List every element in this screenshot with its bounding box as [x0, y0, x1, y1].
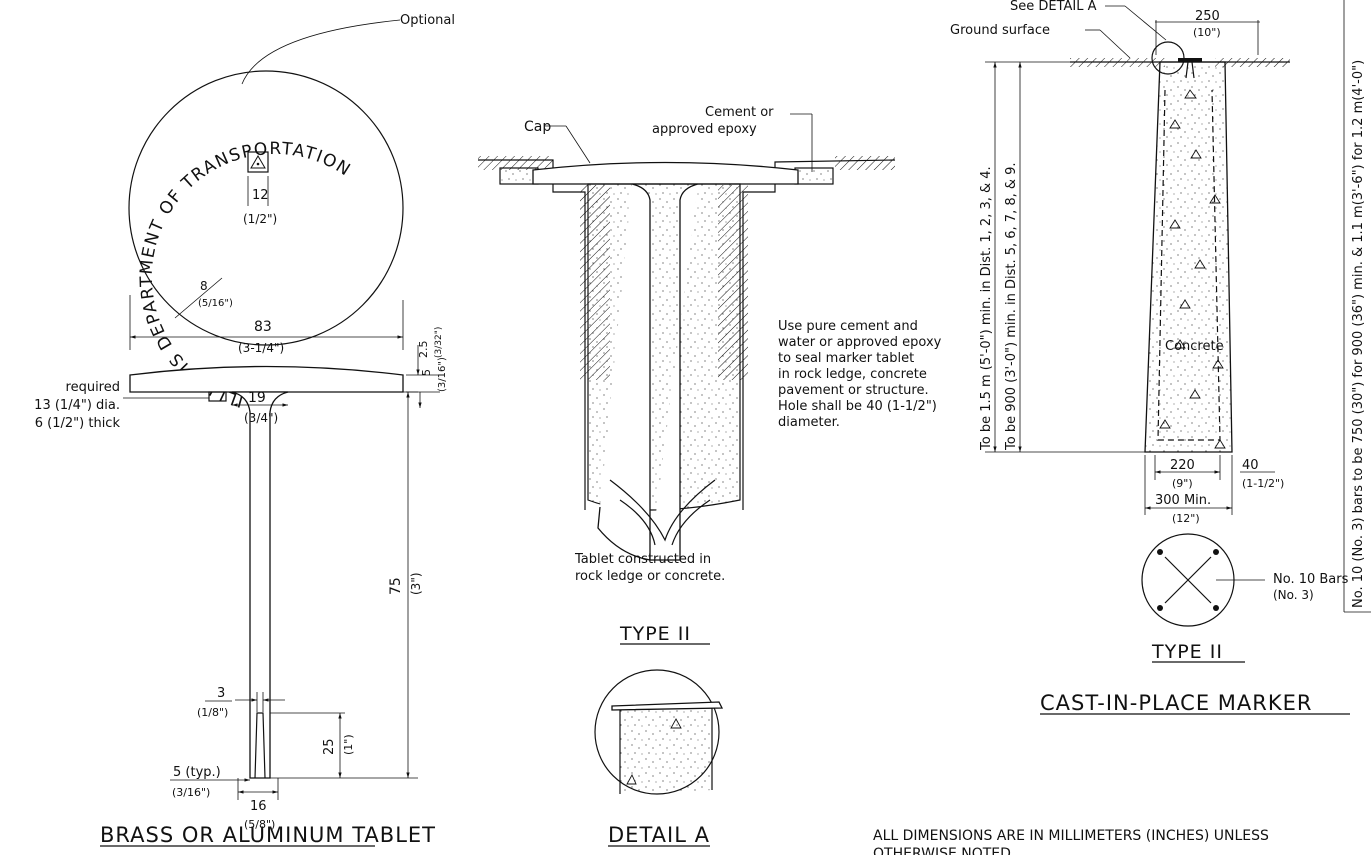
dim-250-in: (10"): [1193, 26, 1221, 39]
dim-75-in: (3"): [409, 572, 423, 595]
bars-label-1: No. 10 Bars: [1273, 572, 1349, 587]
dim-75: 75: [388, 577, 404, 595]
tablet-slot: [254, 712, 266, 779]
dim-83-in: (3-1/4"): [238, 341, 284, 355]
svg-text:in rock ledge, concrete: in rock ledge, concrete: [778, 367, 927, 382]
dim-16-in: (5/8"): [244, 818, 275, 831]
tablet-constructed-1: Tablet constructed in: [574, 552, 711, 567]
tablet-constructed-2: rock ledge or concrete.: [575, 569, 725, 584]
type2-stem: [597, 183, 699, 561]
concrete-body: [1144, 61, 1233, 453]
dim-2-5: 2.5: [417, 341, 430, 359]
detail-a-circle: [594, 669, 720, 795]
svg-text:water or approved epoxy: water or approved epoxy: [778, 335, 942, 350]
concrete-label: Concrete: [1165, 339, 1224, 354]
svg-text:diameter.: diameter.: [778, 415, 840, 430]
dim-300-in: (12"): [1172, 512, 1200, 525]
vertical-note-3: No. 10 (No. 3) bars to be 750 (30") for …: [1351, 60, 1366, 608]
dim-220: 220: [1170, 458, 1195, 473]
dim-19: 19: [248, 390, 266, 406]
dim-250: 250: [1195, 9, 1220, 24]
optional-leader: [241, 19, 401, 85]
cement-label-1: Cement or: [705, 105, 774, 120]
type2-note: Use pure cement and water or approved ep…: [778, 319, 942, 430]
dim-3-in: (1/8"): [197, 706, 228, 719]
type2-split-end: [609, 479, 716, 542]
dim-3: 3: [217, 686, 225, 701]
type-ii-section: Cap Cement or approved epoxy Use pure ce…: [478, 105, 942, 847]
svg-text:to seal marker tablet: to seal marker tablet: [778, 351, 914, 366]
type2-title: TYPE II: [619, 623, 691, 645]
ground-label: Ground surface: [950, 23, 1050, 38]
cement-label-2: approved epoxy: [652, 122, 757, 137]
dim-8: 8: [200, 279, 208, 293]
dim-12-in: (1/2"): [243, 212, 277, 226]
dim-300: 300 Min.: [1155, 493, 1211, 508]
footer-note-2: OTHERWISE NOTED.: [873, 846, 1015, 855]
tablet-plan-disc: [128, 70, 404, 346]
vertical-note-1: To be 1.5 m (5'-0") min. in Dist. 1, 2, …: [979, 166, 994, 451]
dim-5-typ: 5 (typ.): [173, 765, 221, 780]
dim-25: 25: [322, 738, 337, 755]
dim-8-in: (5/16"): [198, 298, 233, 309]
dim-2-5-in: (3/32"): [434, 327, 444, 358]
tablet-title: BRASS OR ALUMINUM TABLET: [100, 823, 436, 847]
svg-text:Hole shall be 40 (1-1/2"): Hole shall be 40 (1-1/2"): [778, 399, 937, 414]
required-thick: 6 (1/2") thick: [35, 416, 121, 431]
dim-40-in: (1-1/2"): [1242, 477, 1284, 490]
cast-in-place-marker: See DETAIL A Ground surface 250 (10"): [950, 0, 1371, 715]
tablet-cap-profile: [129, 365, 404, 393]
dim-12: 12: [252, 188, 269, 203]
footer-note-1: ALL DIMENSIONS ARE IN MILLIMETERS (INCHE…: [873, 828, 1269, 844]
dim-25-in: (1"): [342, 734, 355, 755]
tablet-stem: [231, 391, 289, 779]
rock-outline: [478, 159, 896, 510]
vertical-note-2: To be 900 (3'-0") min. in Dist. 5, 6, 7,…: [1004, 162, 1019, 451]
svg-text:pavement or structure.: pavement or structure.: [778, 383, 929, 398]
dim-16: 16: [250, 799, 267, 814]
triangle-box: [247, 151, 269, 173]
dim-40: 40: [1242, 458, 1259, 473]
dim-220-in: (9"): [1172, 477, 1193, 490]
required-dia: 13 (1/4") dia.: [34, 398, 120, 413]
brass-tablet-view: ILLINOIS DEPARTMENT OF TRANSPORTATION Op…: [34, 13, 455, 847]
svg-text:Use pure cement and: Use pure cement and: [778, 319, 918, 334]
bars-label-2: (No. 3): [1273, 588, 1314, 602]
see-detail-label: See DETAIL A: [1010, 0, 1097, 14]
cap-label: Cap: [524, 119, 551, 135]
required-label: required: [66, 380, 120, 395]
triangle-icon: [250, 155, 266, 169]
required-stub: [208, 391, 227, 402]
rebar-outline: [1157, 89, 1221, 441]
type2-cap: [532, 161, 799, 185]
marker-title: CAST-IN-PLACE MARKER: [1040, 691, 1312, 715]
dim-83: 83: [254, 319, 272, 335]
dim-5-in: (3/16"): [437, 357, 448, 392]
dim-19-in: (3/4"): [244, 411, 278, 425]
detail-a-title: DETAIL A: [608, 823, 710, 847]
dim-5-typ-in: (3/16"): [172, 786, 210, 799]
dim-5: 5: [420, 369, 433, 376]
marker-type-title: TYPE II: [1151, 641, 1223, 663]
optional-label: Optional: [400, 13, 455, 28]
